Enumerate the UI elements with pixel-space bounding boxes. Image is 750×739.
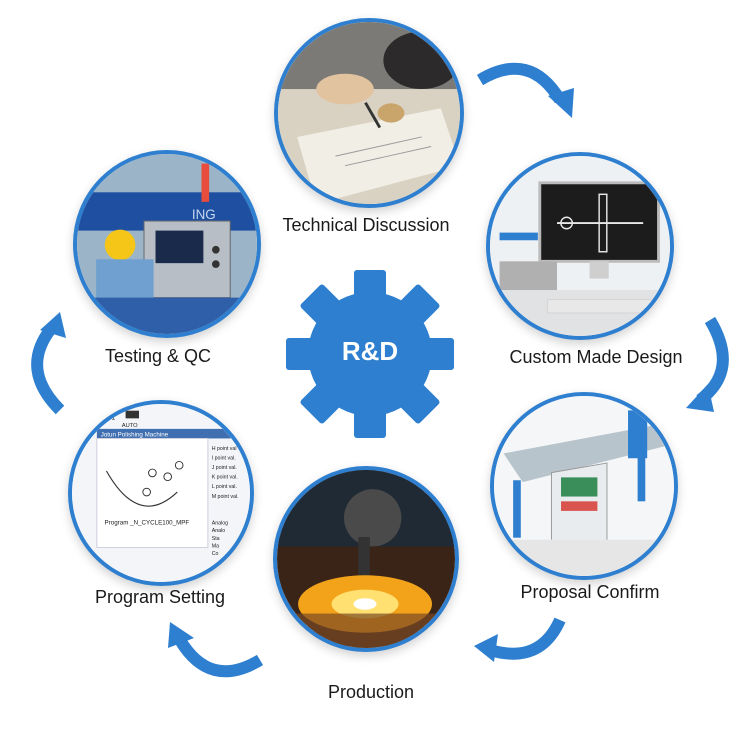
param-k: K point val.	[212, 475, 238, 481]
photo-program-setting: EW1 AUTO Jotun Polishing Machine H point…	[68, 400, 254, 586]
param-j: J point val.	[212, 465, 237, 471]
param-m: M point val.	[212, 494, 239, 500]
center-label: R&D	[341, 336, 399, 366]
photo-proposal-confirm	[490, 392, 678, 580]
step-label-technical-discussion: Technical Discussion	[282, 215, 450, 235]
photo-testing-qc: ING	[73, 150, 261, 338]
side-text-3: Sta	[212, 536, 220, 542]
window-title: Jotun Polishing Machine	[101, 432, 169, 439]
photo-production	[273, 466, 459, 652]
step-label-production: Production	[327, 682, 415, 702]
param-h: H point val	[212, 446, 237, 452]
step-label-program-setting: Program Setting	[94, 587, 226, 607]
gear-icon	[286, 270, 454, 438]
side-text-2: Analo	[212, 528, 226, 534]
sign-text: ING	[192, 207, 216, 222]
param-i: I point val.	[212, 456, 236, 462]
step-label-custom-made-design: Custom Made Design	[509, 347, 683, 367]
photo-technical-discussion	[274, 18, 464, 208]
mode-indicator-b: AUTO	[122, 423, 138, 429]
step-label-proposal-confirm: Proposal Confirm	[520, 582, 660, 602]
side-text-1: Analog	[212, 521, 228, 527]
program-line: Program _N_CYCLE100_MPF	[105, 520, 190, 527]
mode-indicator-a: EW1	[101, 414, 116, 421]
step-label-testing-qc: Testing & QC	[104, 346, 212, 366]
side-text-4: Ma	[212, 544, 219, 550]
side-text-5: Co	[212, 551, 219, 557]
param-l: L point val.	[212, 484, 237, 490]
photo-custom-made-design	[486, 152, 674, 340]
